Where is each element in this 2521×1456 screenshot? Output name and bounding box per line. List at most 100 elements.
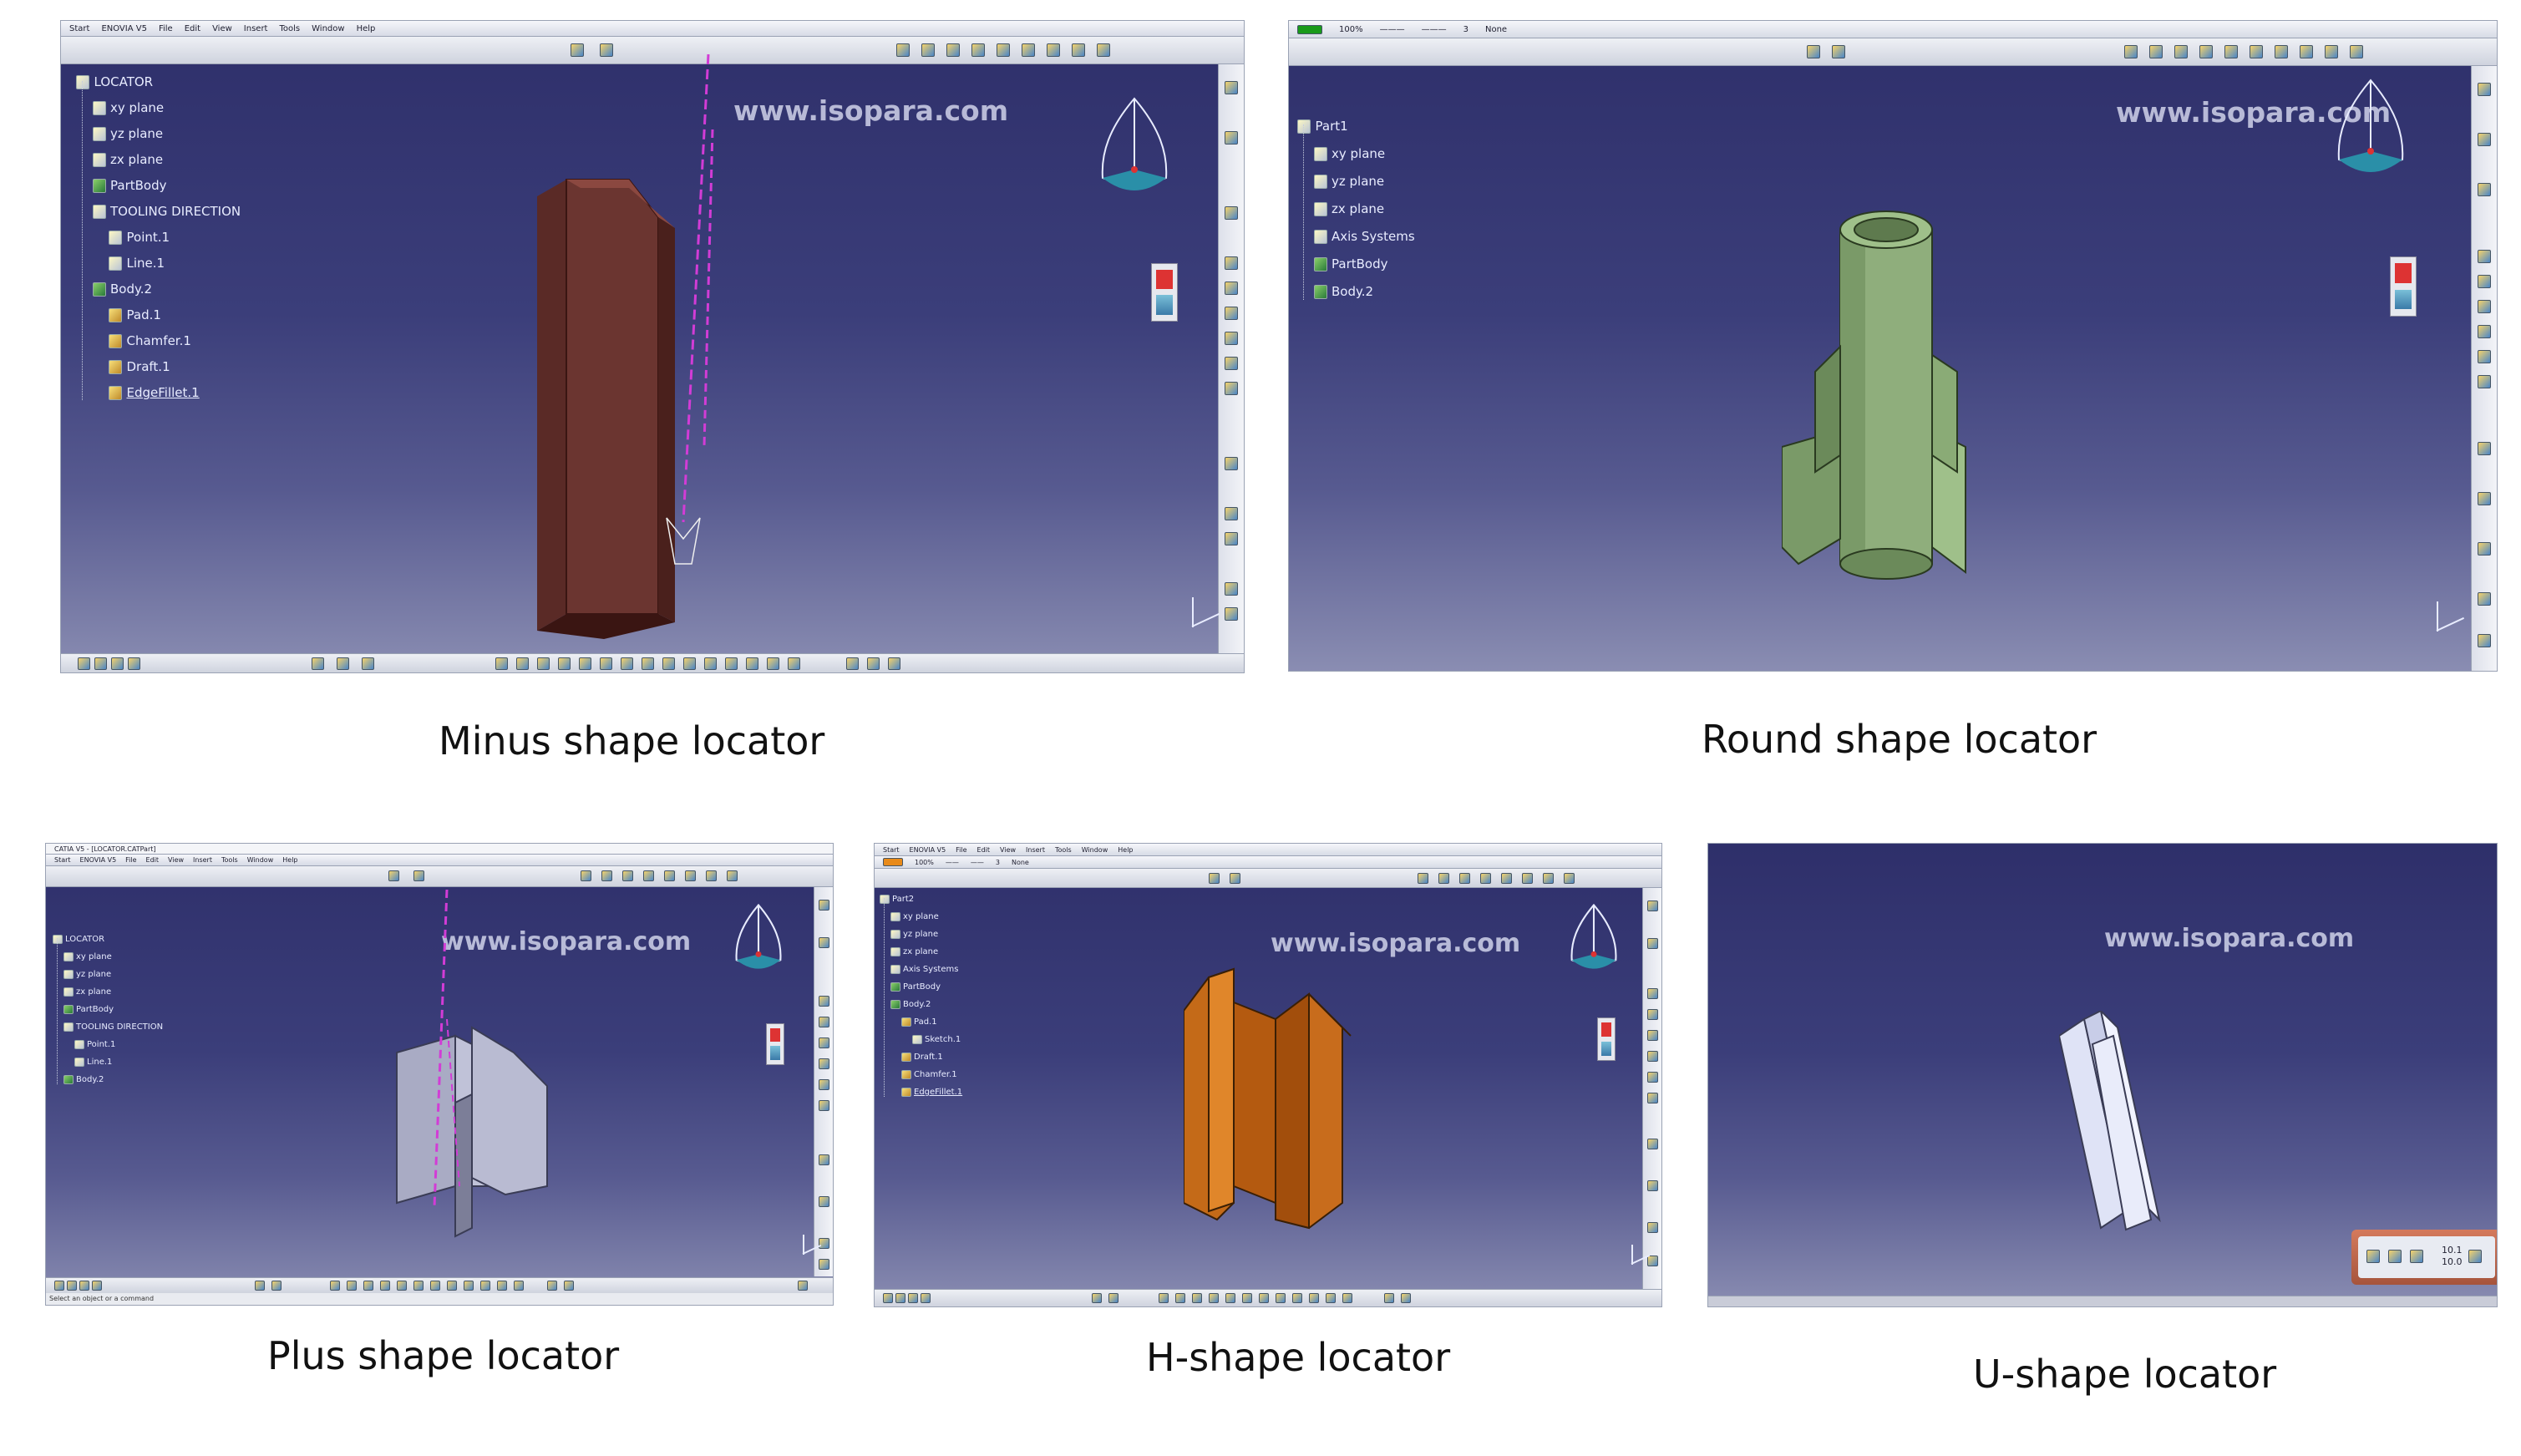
menu-edit[interactable]: Edit	[976, 845, 991, 854]
view-widget-icon[interactable]	[1597, 1017, 1616, 1061]
toolbar-icon[interactable]	[1242, 1293, 1252, 1303]
toolbar-icon[interactable]	[1092, 1293, 1102, 1303]
toolbar-icon[interactable]	[1225, 382, 1239, 396]
view-widget-icon[interactable]	[2390, 256, 2417, 317]
tree-node[interactable]: yz plane	[880, 926, 962, 943]
toolbar-icon[interactable]	[1225, 131, 1239, 145]
toolbar-icon[interactable]	[413, 870, 424, 881]
toolbar-icon[interactable]	[883, 1293, 893, 1303]
toolbar-icon[interactable]	[2174, 45, 2189, 59]
toolbar-icon[interactable]	[413, 1281, 424, 1291]
toolbar-icon[interactable]	[1225, 357, 1239, 371]
toolbar-icon[interactable]	[819, 1196, 829, 1207]
menu-insert[interactable]: Insert	[243, 23, 268, 33]
toolbar-icon[interactable]	[128, 657, 140, 670]
toolbar-icon[interactable]	[1647, 938, 1658, 949]
tree-node[interactable]: Body.2	[880, 996, 962, 1013]
toolbar-icon[interactable]	[111, 657, 124, 670]
compass-icon[interactable]	[1093, 94, 1176, 203]
tree-node[interactable]: Body.2	[76, 276, 241, 302]
toolbar-icon[interactable]	[819, 1037, 829, 1048]
toolbar-icon[interactable]	[2478, 350, 2492, 364]
tree-node[interactable]: LOCATOR	[76, 69, 241, 95]
toolbar-icon[interactable]	[746, 657, 758, 670]
toolbar-icon[interactable]	[1647, 1093, 1658, 1103]
layer-value[interactable]: None	[1484, 24, 1508, 34]
toolbar-icon[interactable]	[1225, 307, 1239, 321]
toolbar-icon[interactable]	[1276, 1293, 1286, 1303]
toolbar-icon[interactable]	[2468, 1250, 2483, 1264]
menu-window[interactable]: Window	[1081, 845, 1108, 854]
toolbar-icon[interactable]	[2199, 45, 2214, 59]
toolbar-icon[interactable]	[430, 1281, 440, 1291]
toolbar-icon[interactable]	[571, 43, 585, 58]
tree-node[interactable]: xy plane	[1297, 140, 1415, 168]
toolbar-icon[interactable]	[1647, 1051, 1658, 1062]
toolbar-icon[interactable]	[1807, 45, 1821, 59]
toolbar-icon[interactable]	[1225, 282, 1239, 296]
toolbar-icon[interactable]	[2478, 183, 2492, 197]
menu-view[interactable]: View	[168, 856, 185, 864]
toolbar-icon[interactable]	[2478, 634, 2492, 648]
toolbar-icon[interactable]	[1438, 873, 1449, 884]
toolbar-icon[interactable]	[600, 43, 614, 58]
toolbar-icon[interactable]	[1072, 43, 1086, 58]
menu-start[interactable]: Start	[883, 845, 900, 854]
toolbar-icon[interactable]	[819, 1017, 829, 1027]
tree-node[interactable]: PartBody	[880, 978, 962, 996]
toolbar-icon[interactable]	[337, 657, 349, 670]
toolbar-icon[interactable]	[1022, 43, 1036, 58]
toolbar-icon[interactable]	[514, 1281, 524, 1291]
tree-node[interactable]: Body.2	[1297, 278, 1415, 306]
menu-enovia[interactable]: ENOVIA V5	[101, 23, 147, 33]
tree-node[interactable]: TOOLING DIRECTION	[76, 199, 241, 225]
menu-enovia[interactable]: ENOVIA V5	[909, 845, 946, 854]
toolbar-icon[interactable]	[1097, 43, 1111, 58]
toolbar-icon[interactable]	[888, 657, 900, 670]
toolbar-icon[interactable]	[798, 1281, 808, 1291]
toolbar-icon[interactable]	[1175, 1293, 1185, 1303]
tree-node[interactable]: Body.2	[53, 1071, 163, 1088]
toolbar-icon[interactable]	[1647, 1180, 1658, 1191]
toolbar-icon[interactable]	[819, 996, 829, 1007]
toolbar-icon[interactable]	[1159, 1293, 1169, 1303]
tree-node[interactable]: yz plane	[1297, 168, 1415, 195]
toolbar-icon[interactable]	[54, 1281, 64, 1291]
menu-tools[interactable]: Tools	[221, 856, 238, 864]
toolbar-icon[interactable]	[2388, 1250, 2402, 1264]
transparency-value[interactable]: 100%	[1339, 24, 1363, 34]
toolbar-icon[interactable]	[600, 657, 612, 670]
toolbar-icon[interactable]	[1230, 873, 1240, 884]
toolbar-icon[interactable]	[2325, 45, 2339, 59]
toolbar-icon[interactable]	[846, 657, 859, 670]
tree-node[interactable]: Axis Systems	[880, 961, 962, 978]
toolbar-icon[interactable]	[579, 657, 591, 670]
toolbar-icon[interactable]	[1543, 873, 1554, 884]
point-symbol-value[interactable]: 3	[1463, 24, 1468, 34]
tree-node[interactable]: Chamfer.1	[880, 1066, 962, 1083]
tree-node[interactable]: EdgeFillet.1	[880, 1083, 962, 1101]
menu-tools[interactable]: Tools	[279, 23, 301, 33]
tree-node[interactable]: yz plane	[76, 121, 241, 147]
toolbar-icon[interactable]	[94, 657, 107, 670]
tree-node[interactable]: xy plane	[76, 95, 241, 121]
toolbar-icon[interactable]	[1564, 873, 1575, 884]
toolbar-icon[interactable]	[2275, 45, 2289, 59]
tree-node[interactable]: zx plane	[76, 147, 241, 173]
compass-icon[interactable]	[2329, 76, 2412, 185]
line-type-select[interactable]: ———	[1421, 24, 1447, 34]
menu-start[interactable]: Start	[54, 856, 71, 864]
view-widget-icon[interactable]	[766, 1023, 784, 1065]
menu-file[interactable]: File	[158, 23, 173, 33]
tree-node[interactable]: Sketch.1	[880, 1031, 962, 1048]
tree-node[interactable]: LOCATOR	[53, 931, 163, 948]
toolbar-icon[interactable]	[1225, 507, 1239, 521]
toolbar-icon[interactable]	[997, 43, 1011, 58]
toolbar-icon[interactable]	[2478, 592, 2492, 606]
toolbar-icon[interactable]	[1326, 1293, 1336, 1303]
toolbar-icon[interactable]	[1832, 45, 1846, 59]
toolbar-icon[interactable]	[685, 870, 696, 881]
toolbar-icon[interactable]	[1647, 1072, 1658, 1083]
toolbar-icon[interactable]	[2124, 45, 2138, 59]
toolbar-icon[interactable]	[2410, 1250, 2424, 1264]
